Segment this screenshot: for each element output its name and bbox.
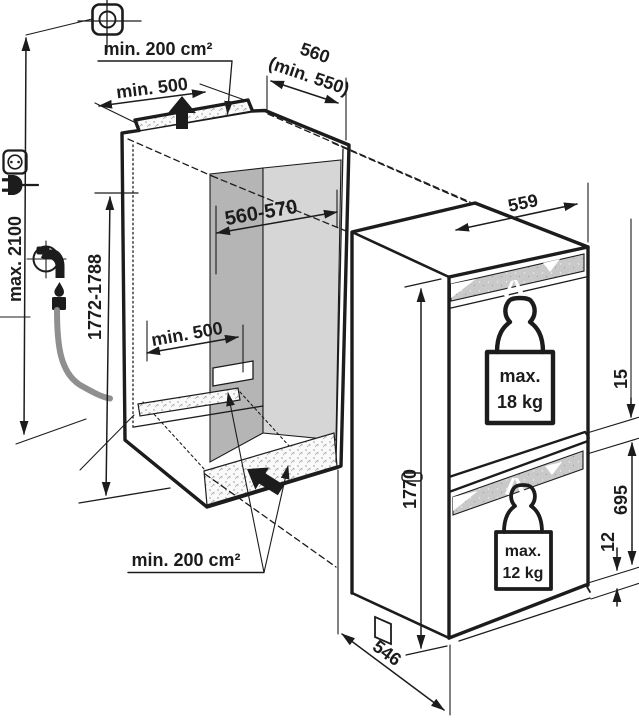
dim-connection-height: max. 2100 [5,37,87,445]
airflow-up-arrow-icon [168,96,196,129]
junction-box-icon [25,0,142,53]
dim-vent-bottom: min. 200 cm² [127,392,290,574]
dim-niche-depth: 560 (min. 550) [266,39,352,141]
lower-door-weight-icon: max. 12 kg [494,483,553,591]
upper-weight-label-1: max. [499,366,540,386]
upper-door-weight-icon: max. 18 kg [484,295,556,426]
niche-side-panel-inner-edge [335,148,344,463]
upper-weight-label-2: 18 kg [497,392,543,412]
lower-weight-label-1: max. [505,543,541,560]
dim-door-gap: 15 [586,218,639,455]
niche-outline [120,98,351,509]
connection-height-label: max. 2100 [5,216,25,302]
projection-line-top-1 [267,113,471,203]
appliance-width-label: 559 [506,190,540,216]
power-plug-icon [2,175,40,195]
freezer-door-height-label: 695 [611,485,631,515]
dim-freezer-door-height: 695 [611,442,637,565]
upper-door-grille [450,253,585,302]
water-drop-icon [54,282,64,297]
niche-height-label: 1772-1788 [85,254,105,340]
appliance-front-face [449,247,588,638]
hose-connector [52,297,66,310]
door-gap-label: 15 [611,369,631,389]
freezer-door-top-edge [447,439,590,494]
projection-line-top-2 [332,142,471,204]
bottom-gap-label: 12 [598,532,618,552]
appliance-depth-label: 546 [369,636,405,670]
lower-weight-label-2: 12 kg [503,565,544,582]
dim-vent-top: min. 200 cm² [97,39,233,115]
dim-bottom-gap: 12 [587,532,639,607]
niche-floor-front-edge [133,405,264,428]
upper-door-bottom-edge [447,430,587,479]
dim-niche-height: 1772-1788 [78,192,171,504]
appliance-height-label: 1770 [400,469,420,509]
niche-plinth-hidden-edge-left [142,401,206,471]
vent-top-label: min. 200 cm² [103,39,212,59]
niche-floor-vent-strip [137,387,241,417]
water-tap-icon [26,240,67,310]
top-clearance-label: min. 500 [115,74,189,103]
appliance: max. 18 kg max. 12 kg [350,201,591,646]
niche-ceiling-hidden-edge [127,138,213,177]
power-socket-icon [2,149,28,175]
projection-line-bottom [204,473,337,568]
airflow-plinth-arrow-icon [247,467,285,496]
appliance-left-face [352,232,449,638]
vent-bottom-label: min. 200 cm² [131,550,240,570]
niche-top-notch-edge [138,111,253,132]
